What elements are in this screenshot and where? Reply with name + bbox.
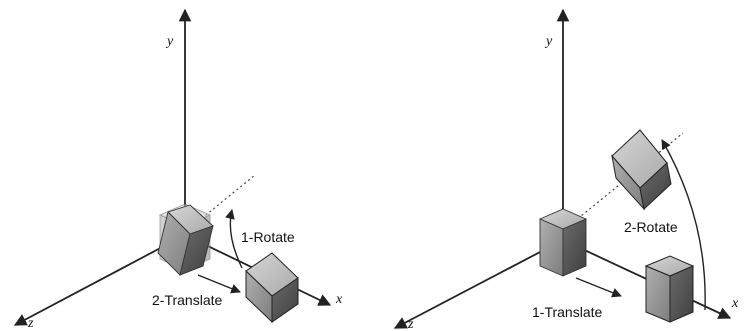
right-z-axis-label: z [407,317,414,331]
left-step-2-label: 2-Translate [152,292,223,308]
left-final-cube [245,252,299,324]
left-translate-arrow [197,274,241,294]
right-translated-cube [644,255,695,323]
left-rotated-cube-at-origin [157,204,214,276]
right-translate-arrow [575,277,622,298]
left-z-axis-label: z [27,316,34,331]
right-final-cube [611,129,672,211]
right-y-axis-label: y [544,34,553,49]
left-z-axis [13,234,186,326]
right-z-axis [393,239,564,329]
left-rotation-guide-line [189,174,256,229]
right-x-axis-label: x [731,296,739,311]
left-step-1-label: 1-Rotate [241,229,295,245]
left-rotate-arrow [225,209,243,269]
left-x-axis-label: x [335,292,343,307]
right-step-2-label: 2-Rotate [624,219,678,235]
right-step-1-label: 1-Translate [532,304,603,320]
right-rotate-arrow [661,139,706,311]
right-origin-cube [538,208,588,277]
right-panel: 1-Translate 2-Rotate y x z [393,8,739,331]
left-y-axis-label: y [165,34,174,49]
left-panel: 1-Rotate 2-Translate y x z [13,8,343,331]
